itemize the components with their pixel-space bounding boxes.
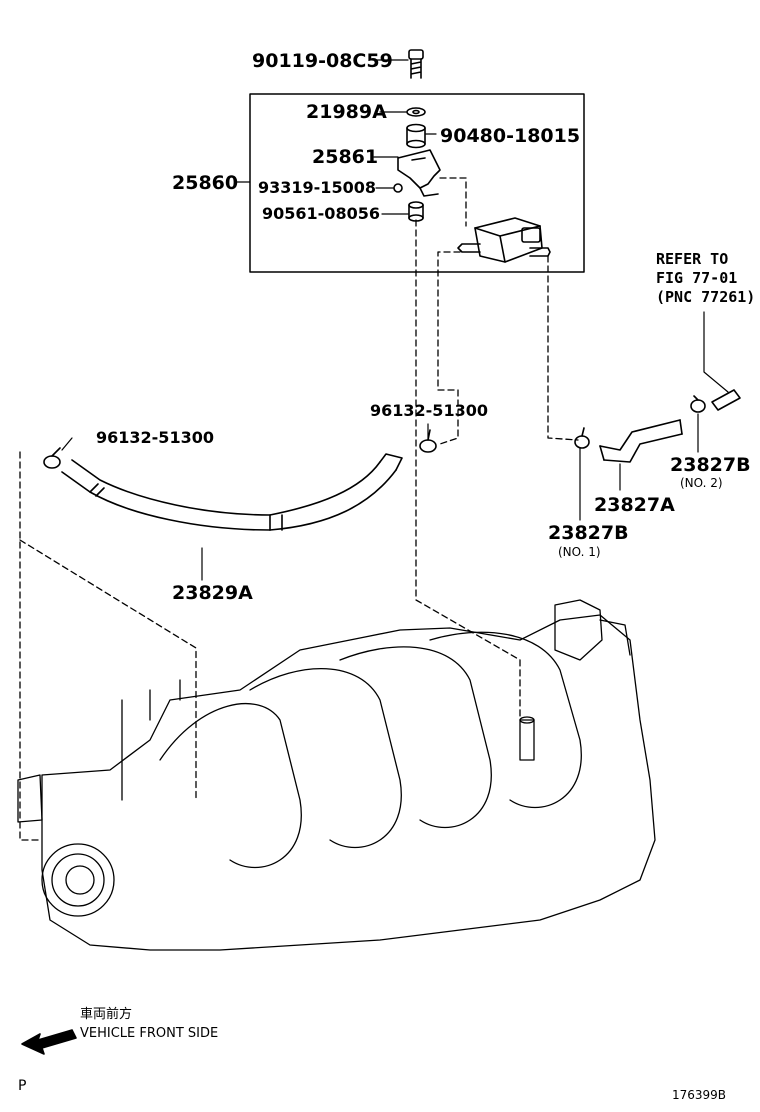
clamp-23827B-no2-icon (690, 395, 706, 413)
reference-pipe (711, 389, 741, 411)
clip-icon (393, 183, 403, 193)
hose-23827A (599, 419, 683, 463)
part-label-90480-18015: 90480-18015 (440, 125, 581, 147)
part-label-25861: 25861 (312, 146, 379, 168)
corner-mark: P (18, 1078, 27, 1094)
part-sublabel-23827B-no1: (NO. 1) (558, 545, 601, 559)
direction-label-en: VEHICLE FRONT SIDE (80, 1026, 219, 1041)
part-label-23827B-no2: 23827B (670, 454, 751, 476)
part-label-96132-51300-middle: 96132-51300 (370, 401, 488, 420)
front-direction-arrow (21, 1029, 77, 1055)
part-label-21989A: 21989A (306, 101, 387, 123)
part-label-25860: 25860 (172, 172, 239, 194)
washer-icon (406, 107, 426, 117)
part-label-90561-08056: 90561-08056 (262, 204, 380, 223)
vacuum-switching-valve-icon (457, 217, 551, 263)
clamp-left-icon (43, 447, 61, 469)
clamp-23827B-no1-icon (574, 427, 590, 449)
part-label-23829A: 23829A (172, 582, 253, 604)
hose-23829A (61, 453, 403, 531)
bracket-icon (397, 149, 441, 189)
part-label-23827A: 23827A (594, 494, 675, 516)
figure-id: 176399B (672, 1088, 727, 1102)
bolt-icon (408, 49, 424, 79)
reference-line-1: REFER TO (656, 250, 729, 268)
assembly-25860-box (249, 93, 585, 273)
part-label-90119-08C59: 90119-08C59 (252, 50, 393, 72)
intake-manifold (17, 599, 656, 951)
reference-line-3: (PNC 77261) (656, 288, 756, 306)
reference-note: REFER TO FIG 77-01 (PNC 77261) (656, 250, 755, 307)
grommet-icon (406, 123, 426, 149)
part-label-93319-15008: 93319-15008 (258, 178, 376, 197)
reference-line-2: FIG 77-01 (656, 269, 738, 287)
part-label-96132-51300-left: 96132-51300 (96, 428, 214, 447)
collar-icon (408, 201, 424, 222)
part-sublabel-23827B-no2: (NO. 2) (680, 476, 723, 490)
part-label-23827B-no1: 23827B (548, 522, 629, 544)
direction-label-jp: 車両前方 (80, 1007, 133, 1022)
